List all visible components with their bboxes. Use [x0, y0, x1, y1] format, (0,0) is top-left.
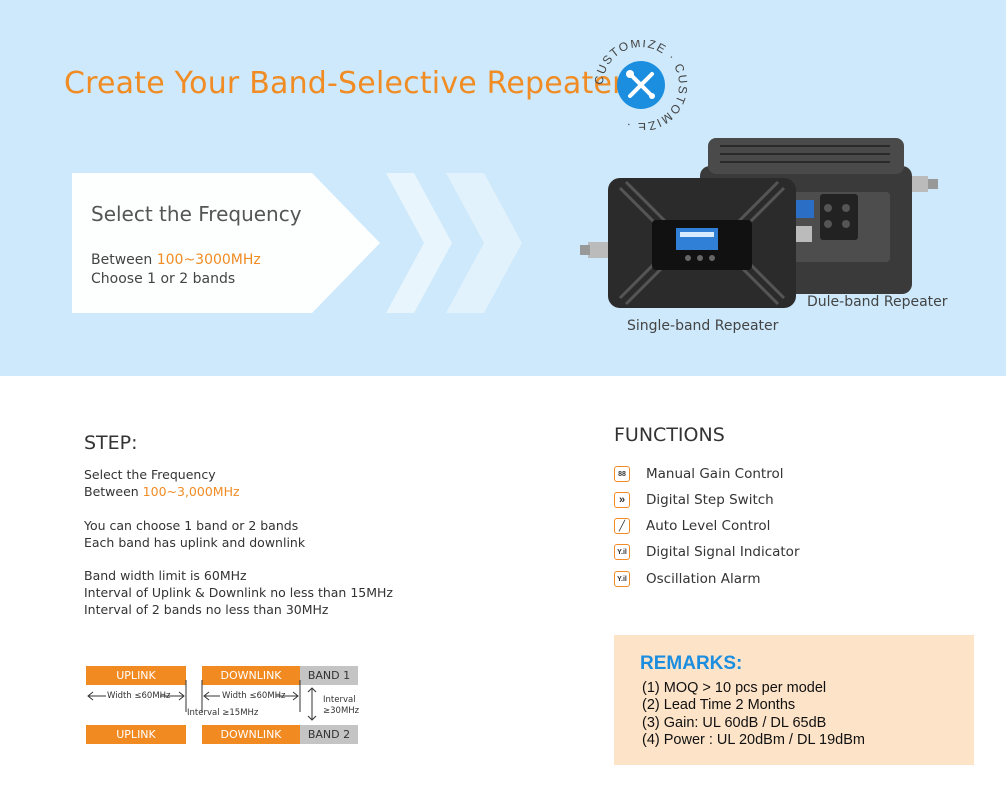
alarm-signal-icon: Y.il: [614, 571, 630, 587]
remark-line: (1) MOQ > 10 pcs per model: [642, 680, 827, 696]
level-curve-icon: ╱: [614, 518, 630, 534]
function-item: Y.il Oscillation Alarm: [614, 571, 914, 589]
signal-bars-icon: Y.il: [614, 544, 630, 560]
card-bands-line: Choose 1 or 2 bands: [91, 271, 236, 287]
remarks-heading: REMARKS:: [640, 653, 743, 674]
uplink-block-band2: UPLINK: [86, 725, 186, 744]
frequency-range: 100~3000MHz: [156, 252, 261, 268]
function-item: Y.il Digital Signal Indicator: [614, 544, 914, 562]
function-item: ╱ Auto Level Control: [614, 518, 914, 536]
step-frequency-range: 100~3,000MHz: [142, 484, 240, 499]
width-uplink-label: Width ≤60MHz: [107, 691, 171, 701]
step-switch-icon: »: [614, 492, 630, 508]
band1-label: BAND 1: [300, 666, 358, 685]
page-title: Create Your Band-Selective Repeater: [64, 66, 625, 101]
function-item: » Digital Step Switch: [614, 492, 914, 510]
step-heading: STEP:: [84, 432, 138, 454]
single-band-repeater: [580, 178, 812, 308]
chevron-right-icon: [386, 173, 452, 313]
step-paragraph-bands: You can choose 1 band or 2 bands Each ba…: [84, 518, 306, 550]
card-frequency-line: Between 100~3000MHz: [91, 252, 261, 268]
single-band-label: Single-band Repeater: [627, 318, 779, 334]
chevron-right-icon: [446, 173, 522, 313]
interval-bands-label: Interval: [323, 695, 356, 705]
gain-dial-icon: 88: [614, 466, 630, 482]
functions-heading: FUNCTIONS: [614, 424, 725, 446]
frequency-card: Select the Frequency Between 100~3000MHz…: [72, 173, 380, 313]
function-item: 88 Manual Gain Control: [614, 466, 914, 484]
width-downlink-label: Width ≤60MHz: [222, 691, 286, 701]
hero-banner: Create Your Band-Selective Repeater CUST…: [0, 0, 1006, 376]
band-dimension-arrows: [87, 680, 317, 721]
interval-bands-value: ≥30MHz: [323, 706, 360, 716]
remarks-box: REMARKS: (1) MOQ > 10 pcs per model (2) …: [614, 635, 974, 765]
downlink-block-band1: DOWNLINK: [202, 666, 300, 685]
remark-line: (3) Gain: UL 60dB / DL 65dB: [642, 715, 827, 731]
card-heading: Select the Frequency: [91, 202, 302, 226]
remark-line: (2) Lead Time 2 Months: [642, 697, 796, 713]
dual-band-label: Dule-band Repeater: [807, 294, 948, 310]
remark-line: (4) Power : UL 20dBm / DL 19dBm: [642, 732, 865, 748]
uplink-block-band1: UPLINK: [86, 666, 186, 685]
downlink-block-band2: DOWNLINK: [202, 725, 300, 744]
step-paragraph-frequency: Select the Frequency Between 100~3,000MH…: [84, 467, 240, 499]
step-paragraph-limits: Band width limit is 60MHz Interval of Up…: [84, 568, 393, 617]
customize-badge-icon: CUSTOMIZE · CUSTOMIZE ·: [592, 40, 689, 130]
repeater-products-image: [580, 138, 938, 308]
interval-ud-label: Interval ≥15MHz: [187, 708, 259, 718]
band2-label: BAND 2: [300, 725, 358, 744]
